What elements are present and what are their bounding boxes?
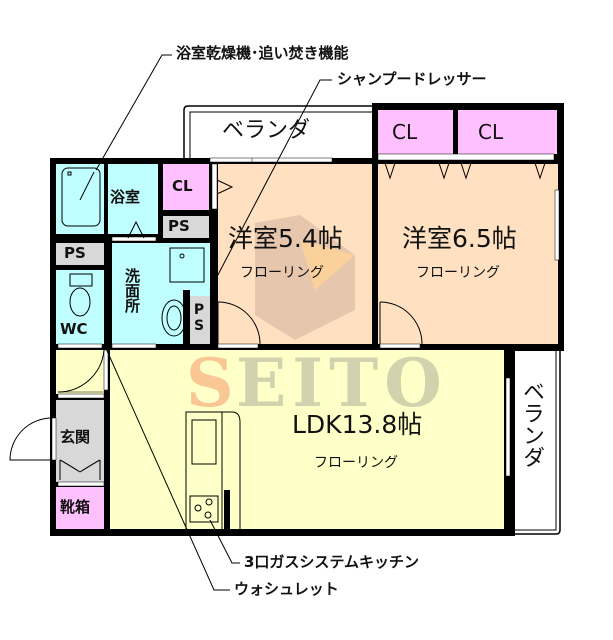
ps-2-fill [163, 216, 209, 238]
entrance-fill [56, 400, 104, 482]
veranda-right-label: ベランダ [519, 380, 544, 468]
veranda-top-label: ベランダ [222, 118, 311, 143]
entrance-label: 玄関 [60, 428, 91, 446]
toilet-bowl [69, 287, 91, 317]
door-swings [9, 159, 547, 480]
western-room-1-floor [218, 164, 372, 344]
watermark-s: S [186, 344, 240, 422]
western-room-1-floor-label: フローリング [240, 265, 324, 281]
toilet-tank [69, 273, 93, 287]
bathtub [61, 167, 101, 227]
ps-2-label: PS [168, 217, 190, 235]
ldk-floor-label: フローリング [314, 455, 398, 471]
closet-3-label: CL [478, 120, 504, 144]
callout-washlet: ウォシュレット [234, 580, 339, 598]
bath-area [108, 164, 158, 234]
kitchen-counter [185, 411, 223, 533]
kitchen-sink [191, 419, 217, 465]
ps-3-fill [190, 296, 210, 344]
western-room-2-name: 洋室6.5帖 [402, 224, 517, 253]
western-room-2-floor-label: フローリング [416, 265, 500, 281]
callout-bath-dryer: 浴室乾燥機･追い焚き機能 [176, 44, 349, 62]
wc-label: WC [60, 320, 88, 338]
shoe-box-fill [56, 487, 104, 529]
washing-machine-pan [169, 247, 205, 283]
shoe-box-label: 靴箱 [60, 498, 91, 516]
callout-leaders [95, 54, 332, 591]
gas-stove [189, 495, 219, 523]
watermark-eito: EITO [236, 344, 448, 422]
western-room-1-name: 洋室5.4帖 [228, 224, 343, 253]
watermark-logo [255, 215, 355, 340]
ldk-name: LDK13.8帖 [292, 410, 423, 439]
western-room-2-floor [378, 164, 558, 344]
wash-basin [161, 299, 187, 337]
wc-area [56, 270, 104, 344]
callout-shampoo-dresser: シャンプードレッサー [337, 70, 487, 88]
ps-1-fill [56, 243, 104, 265]
fixtures [61, 167, 241, 533]
bath-label: 浴室 [110, 188, 141, 206]
ps-3-label: PS [191, 302, 207, 334]
closet-2-label: CL [392, 120, 418, 144]
ps-1-label: PS [64, 244, 86, 262]
callout-gas-kitchen: 3口ガスシステムキッチン [244, 553, 419, 571]
washroom-label: 洗面所 [123, 268, 141, 313]
closet-1-fill [163, 164, 209, 210]
closet-1-label: CL [172, 177, 193, 195]
veranda-top-area [183, 105, 379, 162]
closet-3-fill [458, 110, 557, 154]
closet-2-fill [378, 110, 453, 154]
ldk-floor [110, 350, 504, 529]
